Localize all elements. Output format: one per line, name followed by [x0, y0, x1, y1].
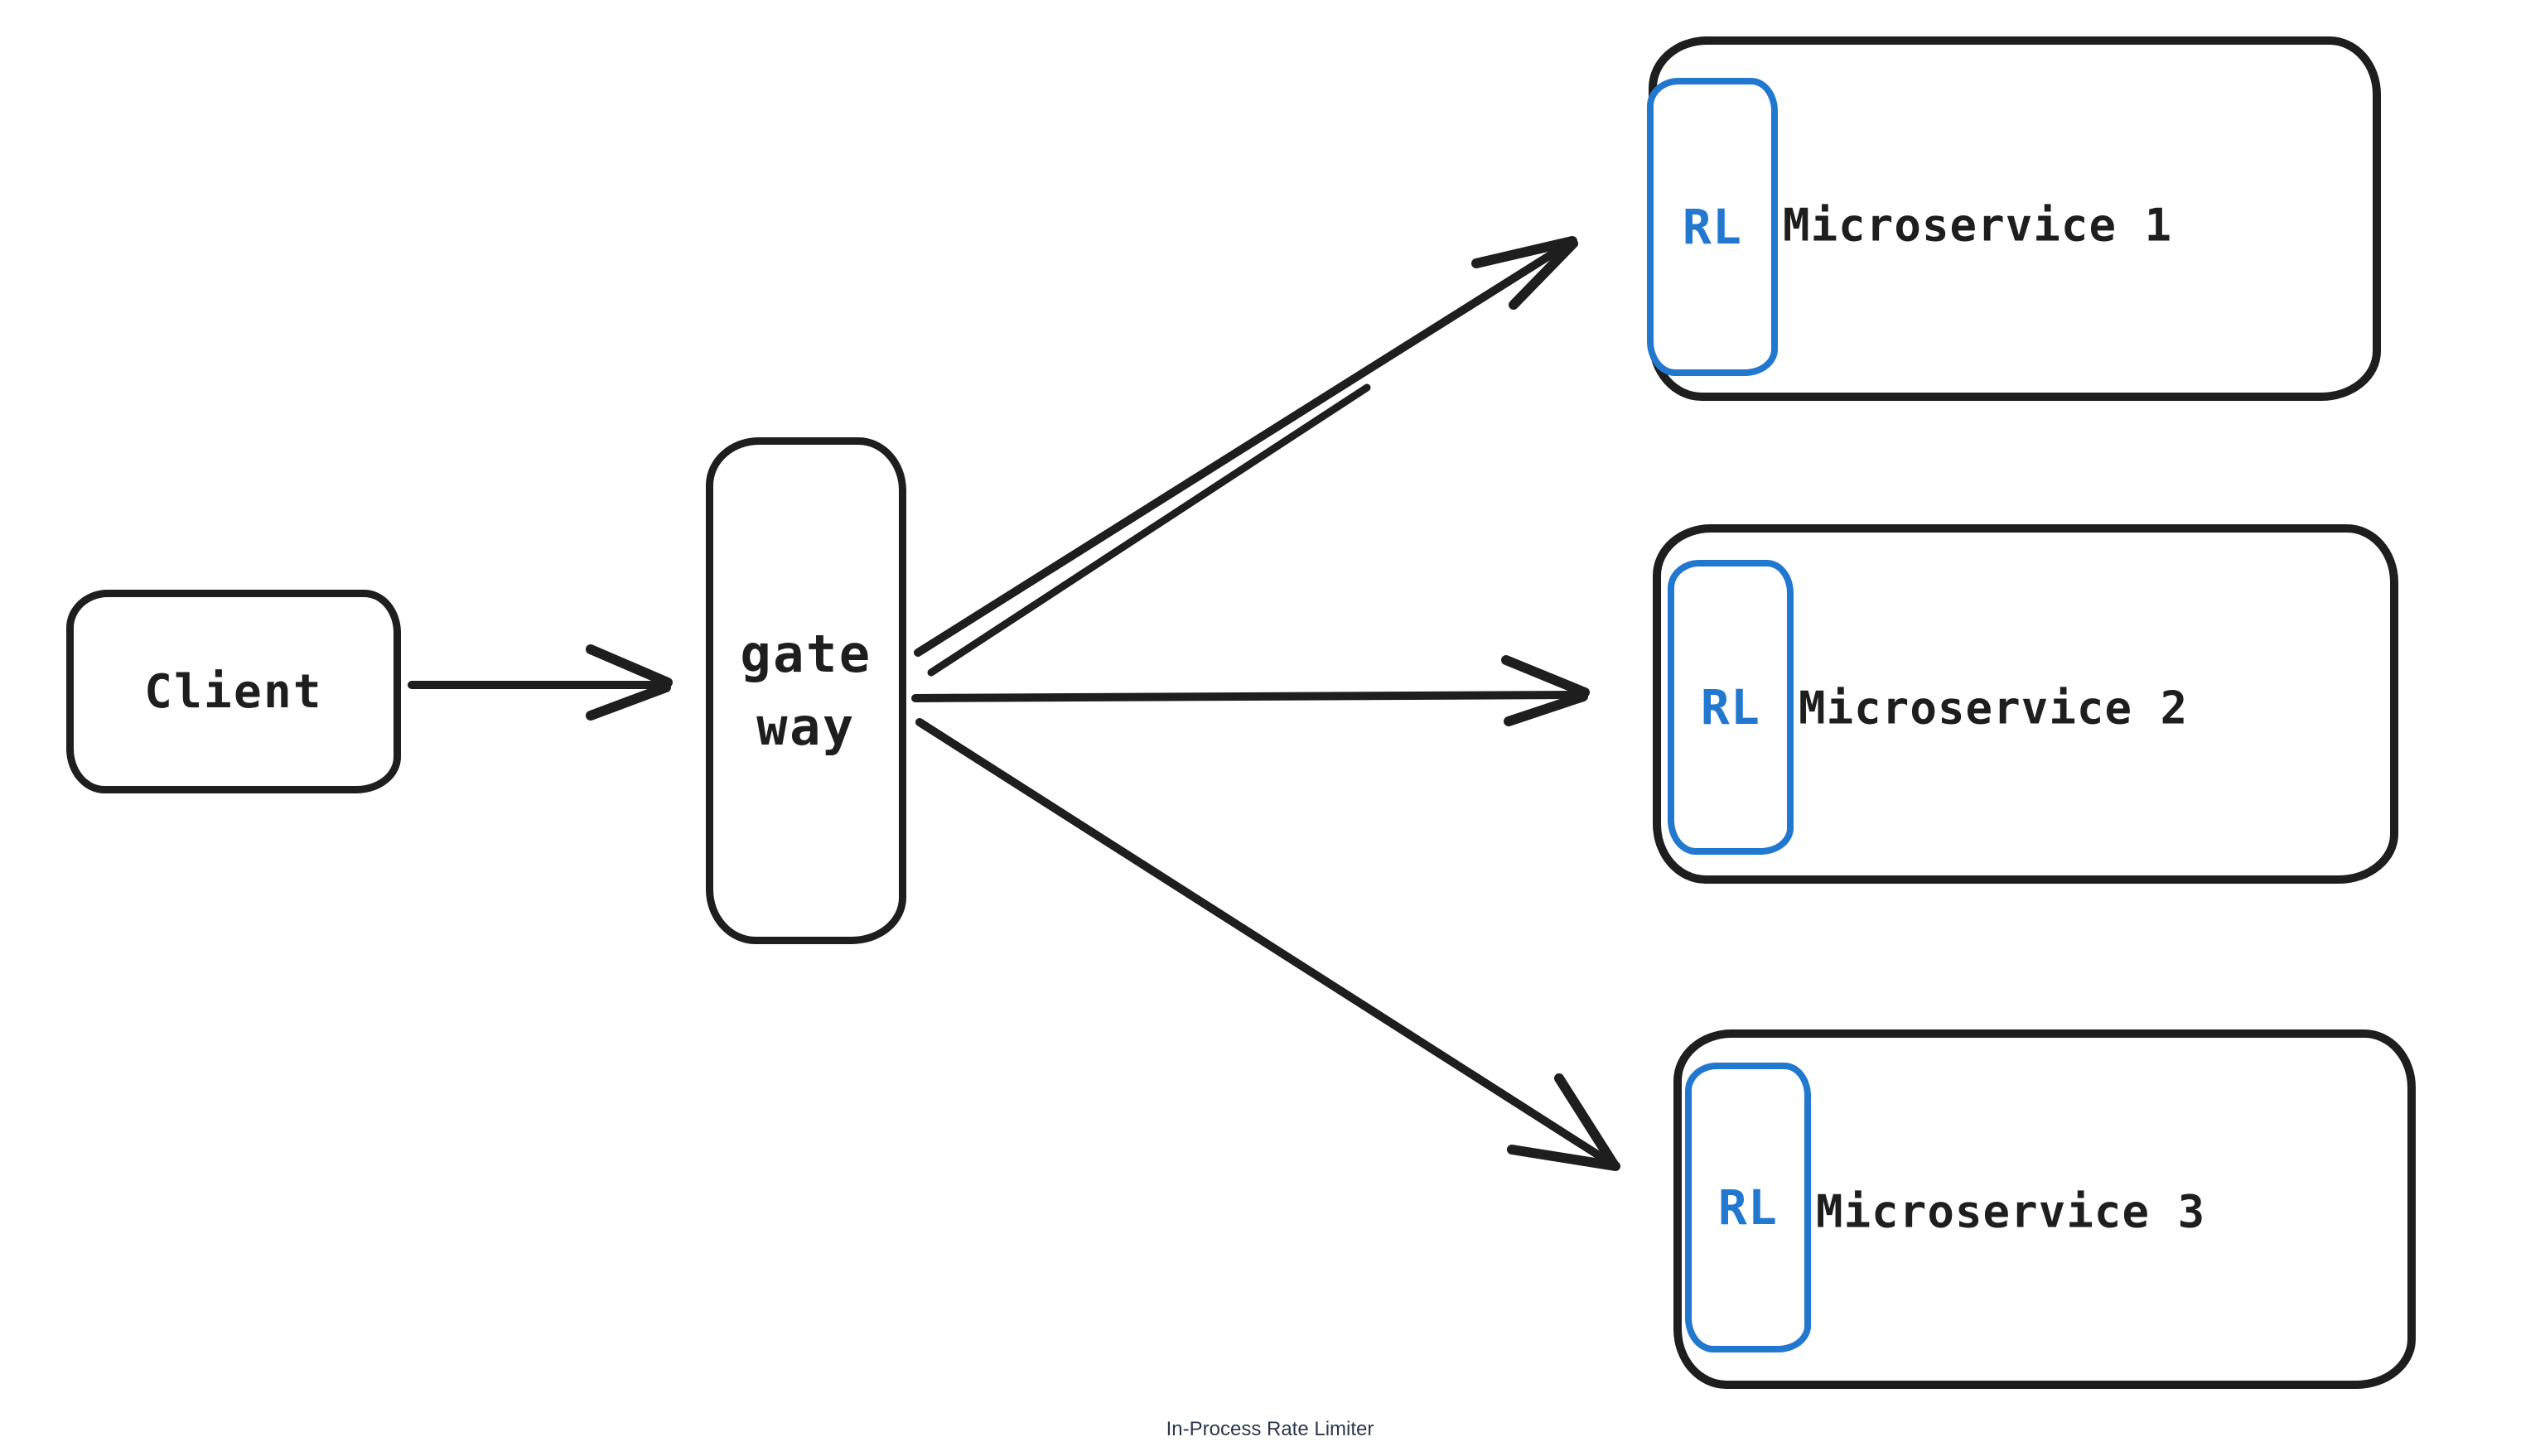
microservice-node-2: RL Microservice 2 — [1653, 524, 2398, 884]
arrow-client-to-gateway — [408, 644, 673, 721]
gateway-label-line2: way — [756, 697, 856, 757]
microservice-node-1: RL Microservice 1 — [1647, 36, 2381, 401]
rate-limiter-badge: RL — [1647, 78, 1778, 376]
microservice-3-label: Microservice 3 — [1816, 1185, 2206, 1238]
microservice-2-label: Microservice 2 — [1799, 682, 2189, 735]
gateway-label-line1: gate — [740, 623, 872, 684]
arrow-gateway-to-microservice-1 — [914, 236, 1578, 677]
rate-limiter-badge: RL — [1668, 560, 1794, 855]
client-node: Client — [66, 590, 401, 793]
diagram-caption: In-Process Rate Limiter — [1166, 1418, 1374, 1440]
rate-limiter-badge: RL — [1685, 1063, 1811, 1352]
arrow-gateway-to-microservice-2 — [911, 655, 1590, 726]
rate-limiter-badge-label: RL — [1682, 199, 1743, 255]
arrow-gateway-to-microservice-3 — [915, 718, 1620, 1171]
microservice-1-label: Microservice 1 — [1783, 199, 2173, 252]
client-label: Client — [144, 664, 323, 719]
rate-limiter-badge-label: RL — [1700, 679, 1761, 735]
rate-limiter-badge-label: RL — [1717, 1179, 1779, 1236]
microservice-node-3: RL Microservice 3 — [1673, 1029, 2416, 1389]
gateway-node: gate way — [706, 437, 906, 944]
